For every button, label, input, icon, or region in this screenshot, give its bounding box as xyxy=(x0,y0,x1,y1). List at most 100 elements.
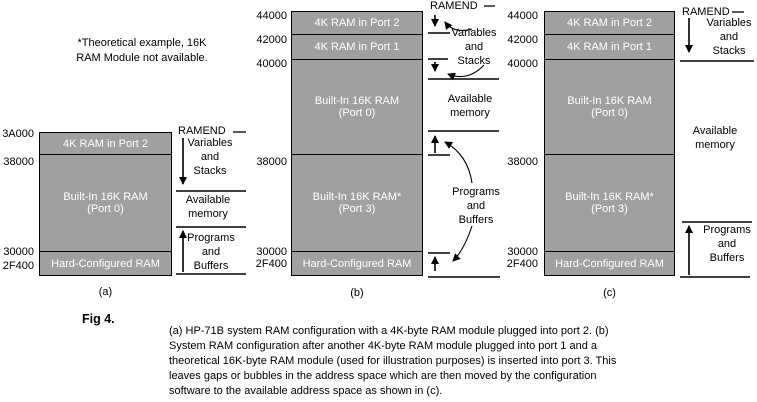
annotation-line: Variables xyxy=(187,137,233,149)
ram-block-b-port2: 4K RAM in Port 2 xyxy=(291,11,423,35)
address-label: 3A000 xyxy=(2,128,34,140)
caption-line: theoretical 16K-byte RAM module (used fo… xyxy=(169,355,617,367)
ram-block-a-builtin: Built-In 16K RAM (Port 0) xyxy=(39,154,172,252)
variables-stacks-a: Variables and Stacks xyxy=(178,136,242,178)
ram-block-c-builtin-port3: Built-In 16K RAM* (Port 3) xyxy=(544,154,675,252)
block-label: Built-In 16K RAM xyxy=(63,191,148,203)
caption-line: software to the available address space … xyxy=(169,385,443,397)
ramend-label-b: RAMEND xyxy=(430,0,478,12)
address-label: 38000 xyxy=(3,156,34,168)
curved-arrow-programs-1 xyxy=(444,141,473,184)
annotation-line: Available xyxy=(185,194,231,206)
ram-block-b-hardconfig: Hard-Configured RAM xyxy=(291,251,423,276)
ram-block-b-builtin-port0: Built-In 16K RAM (Port 0) xyxy=(291,59,423,155)
annotation-line: Programs xyxy=(452,186,500,198)
programs-buffers-c: Programs and Buffers xyxy=(695,223,757,265)
block-label: Built-In 16K RAM xyxy=(567,95,652,107)
address-label: 42000 xyxy=(256,34,287,46)
annotation-line: Variables xyxy=(706,17,752,29)
annotation-line: and xyxy=(201,246,221,258)
address-label: 2F400 xyxy=(506,258,538,270)
annotation-line: Stacks xyxy=(712,45,746,57)
annotation-line: Buffers xyxy=(709,252,745,264)
block-label: (Port 3) xyxy=(591,203,628,215)
annotation-line: Buffers xyxy=(458,214,494,226)
annotation-line: Programs xyxy=(187,232,235,244)
variables-stacks-b: Variables and Stacks xyxy=(442,26,506,68)
annotation-line: and xyxy=(200,151,220,163)
block-label: 4K RAM in Port 2 xyxy=(314,17,400,29)
annotation-line: and xyxy=(717,238,737,250)
annotation-line: Available xyxy=(692,125,738,137)
block-label: 4K RAM in Port 1 xyxy=(567,41,652,53)
block-label: (Port 0) xyxy=(338,107,376,119)
annotation-line: memory xyxy=(450,107,490,119)
block-label: Hard-Configured RAM xyxy=(555,257,664,270)
variables-stacks-c: Variables and Stacks xyxy=(697,16,757,58)
theoretical-note: *Theoretical example, 16K RAM Module not… xyxy=(40,36,244,66)
available-memory-c: Available memory xyxy=(683,124,747,152)
ram-block-b-port1: 4K RAM in Port 1 xyxy=(291,34,423,60)
annotation-line: Stacks xyxy=(193,165,227,177)
annotation-line: and xyxy=(719,31,739,43)
annotation-line: Stacks xyxy=(457,55,491,67)
curved-arrow-programs-2 xyxy=(452,225,473,262)
address-label: 38000 xyxy=(507,156,538,168)
block-label: (Port 3) xyxy=(338,203,376,215)
block-label: Built-In 16K RAM* xyxy=(565,191,654,203)
annotation-line: Variables xyxy=(451,27,497,39)
annotation-lines-a xyxy=(176,131,246,275)
address-label: 44000 xyxy=(256,10,287,22)
available-memory-a: Available memory xyxy=(176,193,240,221)
address-label: 2F400 xyxy=(255,258,287,270)
caption-line: System RAM configuration after another 4… xyxy=(169,340,598,352)
address-label: 30000 xyxy=(256,246,287,258)
figure-caption: (a) HP-71B system RAM configuration with… xyxy=(169,324,616,399)
figure-number: Fig 4. xyxy=(82,312,115,326)
annotation-line: and xyxy=(464,41,484,53)
annotation-line: Programs xyxy=(703,224,751,236)
address-label: 30000 xyxy=(3,246,34,258)
block-label: Built-In 16K RAM xyxy=(314,95,400,107)
ram-block-a-port2: 4K RAM in Port 2 xyxy=(39,132,172,155)
curved-arrow-variables-1 xyxy=(444,21,473,31)
ramend-label-a: RAMEND xyxy=(178,125,226,137)
annotation-line: memory xyxy=(695,139,735,151)
programs-buffers-b: Programs and Buffers xyxy=(444,185,508,227)
block-label: Hard-Configured RAM xyxy=(51,257,160,270)
address-label: 42000 xyxy=(507,34,538,46)
address-label: 40000 xyxy=(256,58,287,70)
note-line-2: RAM Module not available. xyxy=(76,52,208,64)
available-memory-b: Available memory xyxy=(438,92,502,120)
ram-block-c-builtin-port0: Built-In 16K RAM (Port 0) xyxy=(544,59,675,155)
ram-block-c-port2: 4K RAM in Port 2 xyxy=(544,11,675,35)
block-label: (Port 0) xyxy=(591,107,628,119)
annotation-lines-c xyxy=(680,11,754,278)
annotation-line: Available xyxy=(447,93,493,105)
curved-arrow-variables-2 xyxy=(447,64,485,81)
address-label: 44000 xyxy=(507,10,538,22)
block-label: 4K RAM in Port 2 xyxy=(63,137,148,150)
ramend-label-c: RAMEND xyxy=(682,6,730,18)
diagram-caption-a: (a) xyxy=(98,286,113,298)
address-label: 30000 xyxy=(507,246,538,258)
ram-block-c-hardconfig: Hard-Configured RAM xyxy=(544,251,675,276)
block-label: 4K RAM in Port 2 xyxy=(567,17,652,29)
programs-buffers-a: Programs and Buffers xyxy=(179,231,243,273)
diagram-caption-b: (b) xyxy=(350,287,364,299)
annotation-line: memory xyxy=(188,208,228,220)
block-label: Hard-Configured RAM xyxy=(302,257,412,270)
block-label: Built-In 16K RAM* xyxy=(312,191,402,203)
caption-line: (a) HP-71B system RAM configuration with… xyxy=(169,325,609,337)
annotation-line: Buffers xyxy=(193,260,229,272)
caption-line: leaves gaps or bubbles in the address sp… xyxy=(169,370,597,382)
ram-block-c-port1: 4K RAM in Port 1 xyxy=(544,34,675,60)
block-label: (Port 0) xyxy=(87,203,124,215)
address-label: 40000 xyxy=(507,58,538,70)
address-label: 38000 xyxy=(256,156,287,168)
ram-block-a-hardconfig: Hard-Configured RAM xyxy=(39,251,172,276)
annotation-lines-b xyxy=(428,5,500,278)
annotation-line: and xyxy=(466,200,486,212)
